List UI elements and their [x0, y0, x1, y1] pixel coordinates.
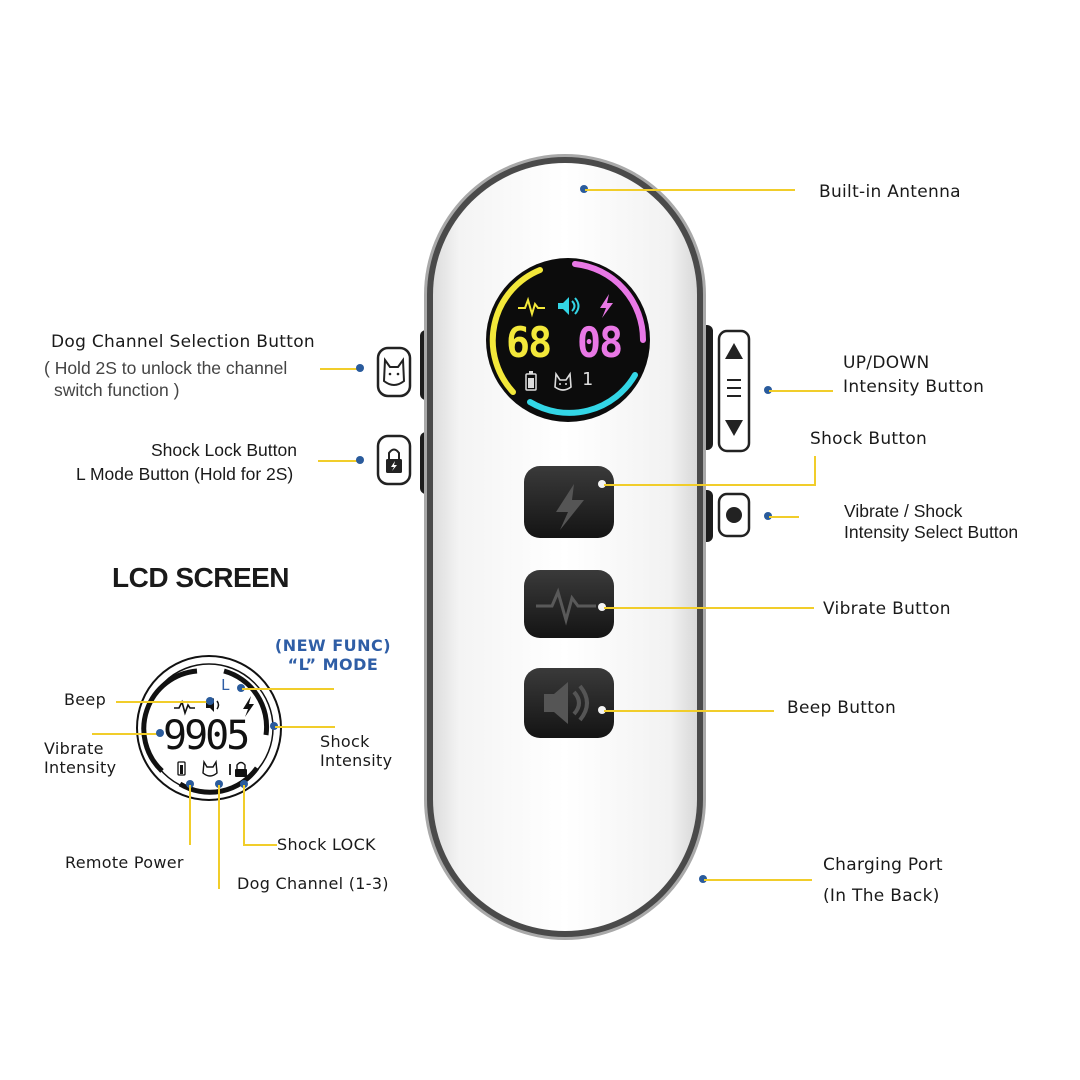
- shock-intensity-line: [275, 726, 335, 728]
- shock-button-line-h: [604, 484, 816, 486]
- charging-line: [704, 879, 812, 881]
- shock-button-dot: [598, 480, 606, 488]
- up-down-label-1: UP/DOWN: [843, 353, 930, 373]
- up-down-dot: [764, 386, 772, 394]
- lcd-diagram: [136, 655, 282, 801]
- lcd-vibrate-intensity-1: Vibrate: [44, 739, 104, 758]
- new-func-line-1: (NEW FUNC): [274, 636, 392, 655]
- charging-label-2: (In The Back): [823, 886, 940, 906]
- dog-channel-dot: [356, 364, 364, 372]
- vibrate-button-dot: [598, 603, 606, 611]
- beep-button-line: [604, 710, 774, 712]
- lcd-shock-intensity-2: Intensity: [320, 751, 393, 770]
- dog-channel-label: Dog Channel Selection Button: [51, 332, 315, 352]
- lcd-shock-intensity-1: Shock: [320, 732, 370, 751]
- lcd-mode-letter: L: [221, 676, 231, 694]
- l-mode-dot: [237, 684, 245, 692]
- vibrate-button-label: Vibrate Button: [823, 599, 951, 619]
- device-vibrate-value: 68: [506, 318, 552, 367]
- device-lcd-screen: [486, 258, 650, 422]
- shock-button-label: Shock Button: [810, 429, 928, 449]
- up-down-line: [769, 390, 833, 392]
- device-shock-value: 08: [577, 318, 623, 367]
- lcd-dog-channel: Dog Channel (1-3): [237, 874, 389, 893]
- lcd-beep-label: Beep: [64, 690, 107, 709]
- battery-icon: [525, 371, 537, 391]
- shock-lock-lcd-line-v: [243, 785, 245, 845]
- dog-channel-note-1: ( Hold 2S to unlock the channel: [44, 358, 288, 378]
- lcd-shock-lock: Shock LOCK: [277, 835, 376, 854]
- beep-lcd-dot: [206, 697, 214, 705]
- dog-channel-note-2: switch function ): [54, 380, 180, 400]
- vibrate-intensity-dot: [156, 729, 164, 737]
- shock-lock-lcd-line-h: [243, 844, 277, 846]
- dog-channel-button-icon: [376, 346, 412, 398]
- shock-intensity-dot: [270, 722, 278, 730]
- beep-icon: [558, 297, 580, 315]
- select-line: [769, 516, 799, 518]
- select-button-icon: [717, 492, 751, 538]
- select-dot: [764, 512, 772, 520]
- beep-button-dot: [598, 706, 606, 714]
- new-func-line-2: “L” MODE: [287, 655, 379, 674]
- vibrate-icon: [518, 296, 545, 318]
- lock-button-icon: [376, 434, 412, 486]
- lcd-screen-title: LCD SCREEN: [112, 562, 290, 593]
- vibrate-intensity-line: [92, 733, 160, 735]
- beep-button-label: Beep Button: [787, 698, 897, 718]
- beep-lcd-line: [116, 701, 210, 703]
- charging-label-1: Charging Port: [823, 855, 943, 875]
- lcd-remote-power: Remote Power: [65, 853, 184, 872]
- up-down-button-icon: [717, 329, 751, 453]
- shock-lock-label-2: L Mode Button (Hold for 2S): [76, 464, 294, 484]
- dog-channel-lcd-dot: [215, 780, 223, 788]
- antenna-dot: [580, 185, 588, 193]
- dog-icon: [554, 371, 572, 391]
- main-buttons: [524, 466, 614, 738]
- lcd-vibrate-intensity-2: Intensity: [44, 758, 117, 777]
- shock-lock-lcd-dot: [240, 780, 248, 788]
- dog-channel-lcd-line: [218, 785, 220, 889]
- remote-power-dot: [186, 780, 194, 788]
- shock-lock-line: [318, 460, 360, 462]
- lcd-digits: 9905: [163, 713, 250, 759]
- vibrate-button-line: [604, 607, 814, 609]
- antenna-label: Built-in Antenna: [819, 182, 961, 202]
- shock-button-line-v: [814, 456, 816, 486]
- dog-channel-line: [320, 368, 360, 370]
- shock-lock-dot: [356, 456, 364, 464]
- up-down-label-2: Intensity Button: [843, 377, 985, 397]
- device-channel-value: 1: [582, 369, 593, 390]
- charging-dot: [699, 875, 707, 883]
- antenna-line: [585, 189, 795, 191]
- select-label-2: Intensity Select Button: [844, 522, 1019, 542]
- shock-icon: [600, 294, 613, 318]
- shock-lock-label-1: Shock Lock Button: [151, 440, 297, 460]
- remote-power-line: [189, 785, 191, 845]
- l-mode-line: [242, 688, 334, 690]
- new-func-label: (NEW FUNC) “L” MODE: [258, 636, 408, 674]
- select-label-1: Vibrate / Shock: [844, 501, 963, 521]
